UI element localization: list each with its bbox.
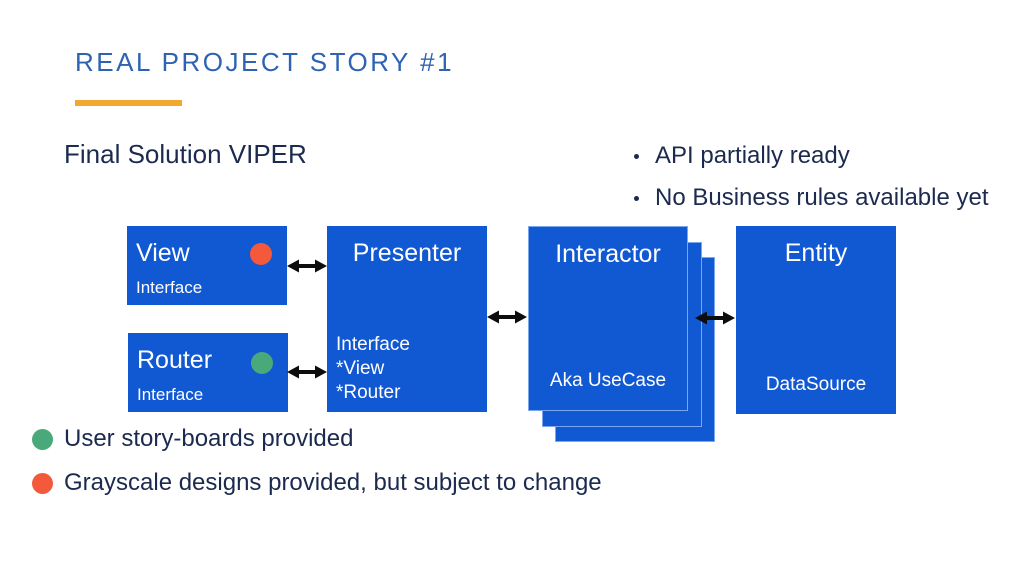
entity-box: Entity DataSource [736,226,896,414]
presenter-box-lines: Interface *View *Router [336,333,410,405]
double-arrow-interactor-entity-icon [695,311,735,325]
presenter-line: Interface [336,334,410,355]
presenter-line: *Router [336,382,401,403]
bullet-text: No Business rules available yet [655,184,989,211]
presenter-box-title: Presenter [352,239,462,267]
legend-item-storyboards: User story-boards provided [32,424,602,454]
interactor-box: Interactor Aka UseCase [528,226,688,411]
legend: User story-boards provided Grayscale des… [32,424,602,498]
view-box: View Interface [127,226,287,305]
entity-box-title: Entity [784,239,848,267]
bullet-dot-icon [634,153,639,159]
bullet-dot-icon [634,195,639,201]
presenter-box: Presenter Interface *View *Router [327,226,487,412]
view-box-title: View [136,239,190,267]
green-status-marker-icon [251,352,273,374]
orange-status-marker-icon [250,243,272,265]
double-arrow-view-presenter-icon [287,259,327,273]
interactor-box-title: Interactor [555,240,661,268]
legend-item-grayscale: Grayscale designs provided, but subject … [32,468,602,498]
legend-label: Grayscale designs provided, but subject … [64,469,602,496]
bullet-text: API partially ready [655,142,850,169]
title-underline-rule [75,100,182,106]
legend-label: User story-boards provided [64,425,354,452]
double-arrow-router-presenter-icon [287,365,327,379]
green-legend-dot-icon [32,428,53,450]
page-title: REAL PROJECT STORY #1 [75,47,455,77]
interactor-box-subtitle: Aka UseCase [549,370,667,391]
bullet-item-api: API partially ready [634,141,989,171]
view-box-subtitle: Interface [136,278,203,297]
bullet-item-business-rules: No Business rules available yet [634,183,989,213]
bullet-list: API partially ready No Business rules av… [634,141,989,213]
double-arrow-presenter-interactor-icon [487,310,527,324]
router-box-title: Router [137,346,213,374]
router-box-subtitle: Interface [137,385,204,404]
entity-box-subtitle: DataSource [765,374,867,395]
presenter-line: *View [336,358,385,379]
slide-subtitle: Final Solution VIPER [64,139,307,169]
orange-legend-dot-icon [32,472,53,494]
router-box: Router Interface [128,333,288,412]
